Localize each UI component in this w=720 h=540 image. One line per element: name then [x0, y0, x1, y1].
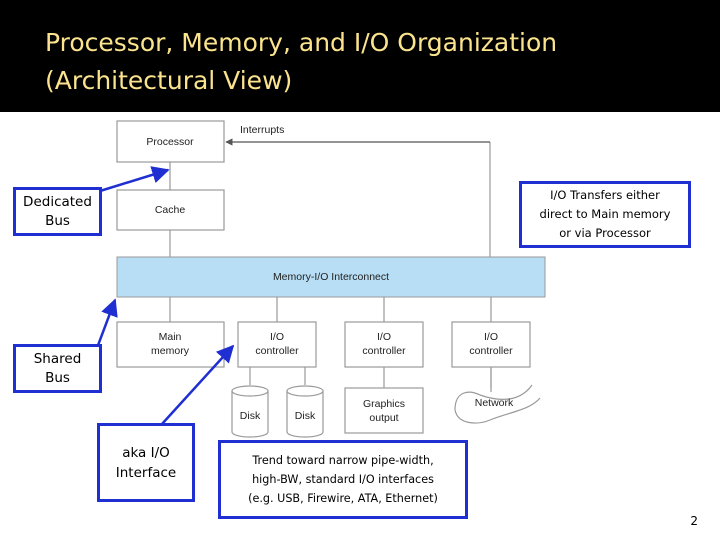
- processor-label: Processor: [146, 136, 194, 148]
- disk-label-2: Disk: [295, 410, 316, 422]
- io-controller-3-label-1: I/O: [484, 331, 498, 343]
- io-controller-2-label-1: I/O: [377, 331, 391, 343]
- main-memory-label-1: Main: [159, 331, 182, 343]
- io-interface-text-2: Interface: [115, 464, 177, 481]
- memory-io-interconnect: [116, 256, 546, 298]
- slide-title-line-1: Processor, Memory, and I/O Organization: [45, 28, 558, 57]
- trend-text-2: high-BW, standard I/O interfaces: [252, 473, 434, 486]
- io-controller-3-label-2: controller: [469, 345, 513, 357]
- cache-label: Cache: [155, 204, 186, 216]
- network-icon: [454, 384, 541, 424]
- io-transfers-text-3: or via Processor: [559, 226, 651, 240]
- dedicated-bus-arrow: [99, 166, 170, 193]
- dedicated-bus-callout: Dedicated Bus: [13, 187, 102, 236]
- shared-bus-text-2: Bus: [45, 369, 70, 386]
- shared-bus-arrow: [95, 298, 118, 349]
- page-number: 2: [690, 514, 698, 528]
- io-transfers-callout: I/O Transfers either direct to Main memo…: [519, 181, 691, 248]
- dedicated-bus-text-2: Bus: [45, 212, 70, 229]
- io-transfers-text-2: direct to Main memory: [539, 207, 671, 221]
- io-controller-1-label-2: controller: [255, 345, 299, 357]
- trend-text-3: (e.g. USB, Firewire, ATA, Ethernet): [248, 492, 438, 505]
- graphics-output-box: [344, 387, 424, 434]
- disk-label-1: Disk: [240, 410, 261, 422]
- graphics-label-1: Graphics: [363, 398, 405, 410]
- callout-arrows: [95, 166, 235, 425]
- graphics-label-2: output: [369, 412, 398, 424]
- io-interface-arrow: [161, 344, 235, 425]
- io-controller-box-1: [237, 321, 317, 368]
- main-memory-box: [116, 321, 225, 368]
- cache-box: [116, 189, 225, 231]
- processor-box: [116, 120, 225, 163]
- io-transfers-text-1: I/O Transfers either: [550, 188, 660, 202]
- io-interface-text-1: aka I/O: [122, 444, 170, 461]
- io-controller-1-label-1: I/O: [270, 331, 284, 343]
- dedicated-bus-text-1: Dedicated: [23, 193, 92, 210]
- slide-title-line-2: (Architectural View): [45, 66, 293, 95]
- disk-icon-1: [231, 385, 269, 438]
- trend-callout: Trend toward narrow pipe-width, high-BW,…: [218, 440, 468, 519]
- io-controller-box-3: [451, 321, 531, 368]
- io-controller-2-label-2: controller: [362, 345, 406, 357]
- main-memory-label-2: memory: [151, 345, 190, 357]
- network-label: Network: [475, 397, 514, 409]
- io-controller-box-2: [344, 321, 424, 368]
- disk-icon-2: [286, 385, 324, 438]
- io-interface-callout: aka I/O Interface: [97, 423, 195, 502]
- bus-lines: [169, 142, 492, 388]
- interrupts-label: Interrupts: [240, 124, 284, 136]
- interconnect-label: Memory-I/O Interconnect: [273, 271, 389, 283]
- title-bar: Processor, Memory, and I/O Organization …: [0, 0, 720, 112]
- shared-bus-text-1: Shared: [33, 350, 82, 367]
- shared-bus-callout: Shared Bus: [13, 344, 102, 393]
- trend-text-1: Trend toward narrow pipe-width,: [252, 454, 434, 467]
